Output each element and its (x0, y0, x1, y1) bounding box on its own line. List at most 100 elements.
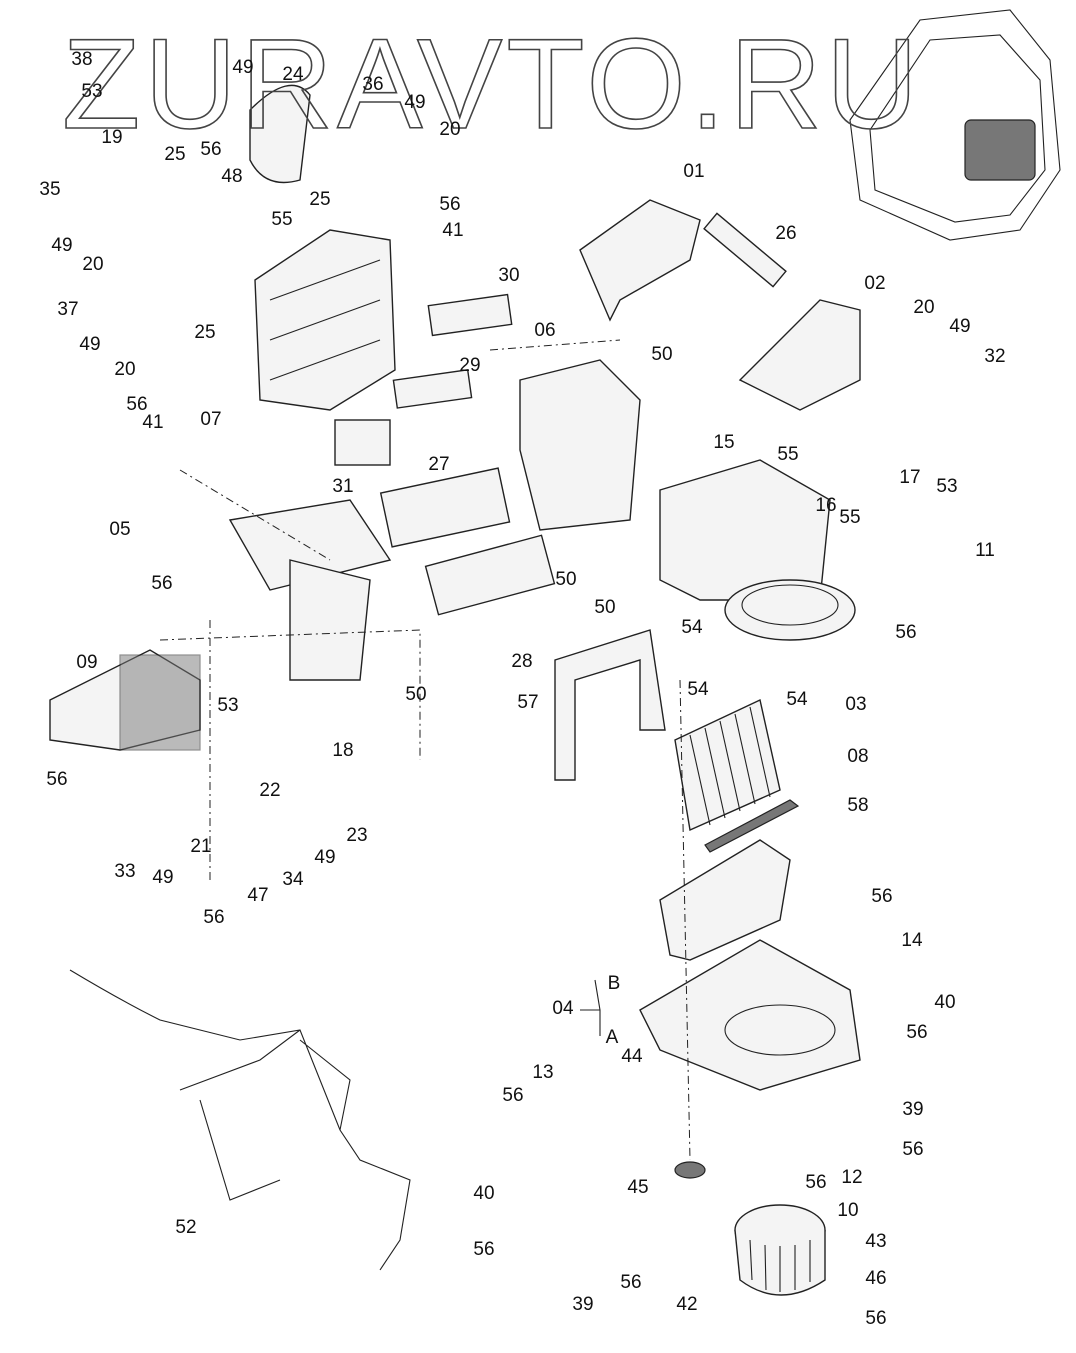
part-label-56: 56 (895, 622, 916, 643)
part-label-56: 56 (502, 1085, 523, 1106)
part-label-18: 18 (332, 740, 353, 761)
part-label-23: 23 (346, 825, 367, 846)
blower-housing-04a (639, 939, 861, 1091)
part-label-26: 26 (775, 223, 796, 244)
part-label-49: 49 (404, 92, 425, 113)
part-label-49: 49 (232, 57, 253, 78)
part-label-20: 20 (439, 119, 460, 140)
part-label-36: 36 (362, 74, 383, 95)
part-label-04: 04 (552, 998, 574, 1019)
part-label-53: 53 (81, 81, 102, 102)
part-label-02: 02 (864, 273, 885, 294)
rod-26 (703, 212, 787, 288)
part-label-35: 35 (39, 179, 60, 200)
part-label-05: 05 (109, 519, 130, 540)
part-label-30: 30 (498, 265, 519, 286)
case-04b (659, 839, 791, 961)
duct-06 (519, 359, 641, 531)
part-label-56: 56 (46, 769, 67, 790)
part-label-56: 56 (126, 394, 147, 415)
part-label-50: 50 (594, 597, 615, 618)
part-label-25: 25 (194, 322, 215, 343)
part-label-56: 56 (473, 1239, 494, 1260)
part-label-25: 25 (164, 144, 185, 165)
part-label-15: 15 (713, 432, 734, 453)
part-label-56: 56 (865, 1308, 886, 1329)
part-label-56: 56 (805, 1172, 826, 1193)
part-label-27: 27 (428, 454, 449, 475)
part-label-01: 01 (683, 161, 704, 182)
seal-58 (704, 799, 800, 853)
part-label-20: 20 (82, 254, 103, 275)
frame-02 (738, 299, 861, 411)
blower-case-03 (659, 459, 856, 641)
part-label-57: 57 (517, 692, 538, 713)
part-label-54: 54 (687, 679, 709, 700)
part-label-12: 12 (841, 1167, 862, 1188)
part-label-54: 54 (786, 689, 808, 710)
part-label-49: 49 (51, 235, 72, 256)
part-label-06: 06 (534, 320, 555, 341)
part-label-28: 28 (511, 651, 532, 672)
evaporator-08 (674, 698, 781, 832)
part-label-45: 45 (627, 1177, 648, 1198)
part-label-21: 21 (190, 836, 211, 857)
part-label-34: 34 (282, 869, 304, 890)
part-label-56: 56 (203, 907, 224, 928)
pad-45 (674, 1161, 706, 1179)
duct-24 (249, 84, 311, 184)
blower-motor-10 (734, 1204, 826, 1296)
part-label-49: 49 (314, 847, 335, 868)
part-label-29: 29 (459, 355, 480, 376)
part-label-09: 09 (76, 652, 97, 673)
part-label-33: 33 (114, 861, 135, 882)
part-label-43: 43 (865, 1231, 886, 1252)
part-label-31: 31 (332, 476, 353, 497)
part-label-24: 24 (282, 64, 304, 85)
part-label-16: 16 (815, 495, 836, 516)
part-label-03: 03 (845, 694, 866, 715)
case-05 (228, 499, 392, 591)
part-label-37: 37 (57, 299, 78, 320)
part-label-53: 53 (217, 695, 238, 716)
part-label-42: 42 (676, 1294, 697, 1315)
part-label-B: B (608, 973, 621, 994)
part-label-25: 25 (309, 189, 330, 210)
part-label-14: 14 (901, 930, 923, 951)
part-label-50: 50 (555, 569, 576, 590)
heater-core-27 (379, 467, 511, 548)
part-label-50: 50 (405, 684, 426, 705)
part-label-39: 39 (902, 1099, 923, 1120)
part-label-56: 56 (200, 139, 221, 160)
part-label-47: 47 (247, 885, 268, 906)
frame-01 (579, 199, 701, 322)
filter-30 (427, 293, 513, 337)
part-label-49: 49 (79, 334, 100, 355)
part-label-11: 11 (975, 540, 995, 561)
part-label-20: 20 (114, 359, 135, 380)
part-label-53: 53 (936, 476, 957, 497)
part-label-48: 48 (221, 166, 242, 187)
part-label-55: 55 (777, 444, 798, 465)
part-label-56: 56 (439, 194, 460, 215)
part-label-44: 44 (621, 1046, 643, 1067)
filter-29 (392, 369, 473, 409)
part-label-49: 49 (152, 867, 173, 888)
heater-core-28 (424, 534, 556, 616)
part-label-A: A (606, 1027, 619, 1048)
part-label-38: 38 (71, 49, 92, 70)
part-label-07: 07 (200, 409, 221, 430)
part-label-56: 56 (151, 573, 172, 594)
part-label-17: 17 (899, 467, 920, 488)
part-label-08: 08 (847, 746, 868, 767)
part-label-22: 22 (259, 780, 280, 801)
part-label-56: 56 (906, 1022, 927, 1043)
part-label-54: 54 (681, 617, 703, 638)
part-label-40: 40 (473, 1183, 494, 1204)
damper-frame-07 (254, 229, 396, 411)
part-label-10: 10 (837, 1200, 858, 1221)
part-label-39: 39 (572, 1294, 593, 1315)
part-label-13: 13 (532, 1062, 553, 1083)
